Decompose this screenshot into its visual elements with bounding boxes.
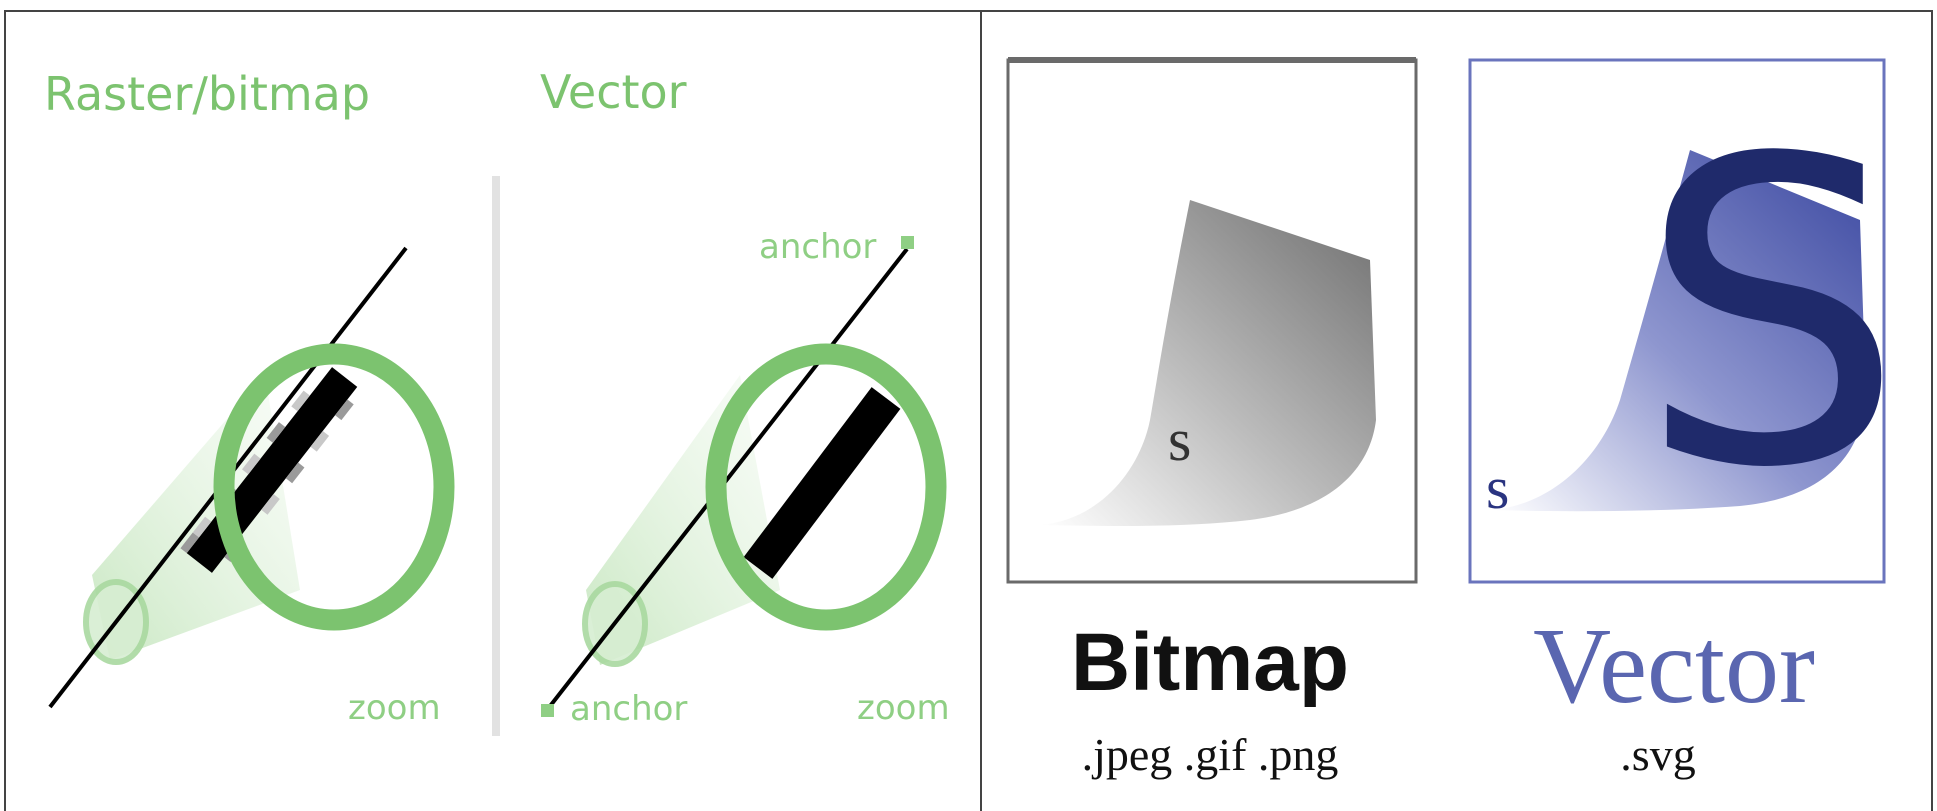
line-zoom-diagram: Raster/bitmap zoom Vector [44, 65, 950, 736]
vector-zoom-label: zoom [857, 688, 950, 728]
anchor-bottom-label: anchor [570, 689, 687, 729]
anchor-top-label: anchor [759, 227, 876, 267]
raster-zoom-label: zoom [348, 688, 441, 728]
center-divider [980, 10, 982, 811]
vector-title-green: Vector [540, 65, 687, 119]
vector-smooth-line [743, 387, 901, 579]
raster-magnifier-ring [213, 343, 455, 631]
vector-line [545, 247, 909, 712]
left-inner-separator [492, 176, 500, 736]
anchor-top-point [901, 236, 914, 249]
vector-magnifier-ring [705, 343, 947, 631]
outer-frame [4, 10, 1933, 811]
raster-bitmap-title: Raster/bitmap [44, 67, 370, 121]
anchor-bottom-point [541, 704, 554, 717]
